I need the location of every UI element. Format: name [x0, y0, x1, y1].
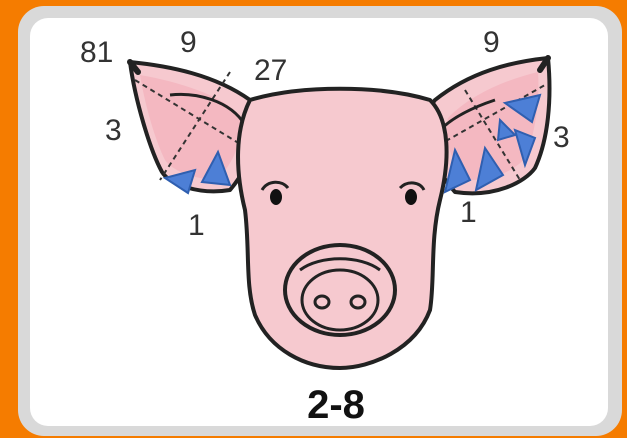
left-ear-label-3: 3: [105, 114, 122, 147]
left-ear-label-1: 1: [188, 209, 205, 242]
right-eye: [398, 181, 426, 205]
right-ear: [425, 55, 552, 196]
right-ear-label-3: 3: [553, 121, 570, 154]
left-eye: [260, 180, 290, 205]
diagram-caption: 2-8: [307, 383, 365, 427]
right-ear-label-9: 9: [483, 26, 500, 59]
left-ear: [127, 59, 262, 195]
right-ear-notch-4: [443, 147, 472, 194]
right-ear-notch-3: [474, 145, 505, 192]
right-ear-notch-1: [502, 93, 542, 124]
left-ear-notch-2: [200, 149, 232, 187]
left-ear-label-81: 81: [80, 36, 113, 69]
pig-head: [236, 86, 449, 370]
left-ear-label-27: 27: [254, 54, 287, 87]
left-ear-notch-1: [162, 168, 197, 195]
right-ear-notch-2: [513, 128, 537, 169]
right-ear-label-1: 1: [460, 196, 477, 229]
snout: [283, 243, 397, 337]
left-ear-label-9: 9: [180, 26, 197, 59]
right-ear-notch-5: [496, 117, 517, 142]
